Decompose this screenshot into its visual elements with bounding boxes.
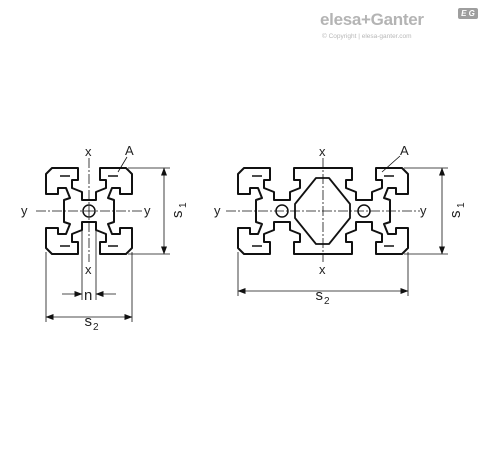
width-dimension-subscript: 2 [324,296,330,307]
axis-x-top-label: x [319,144,326,159]
profile-double: x x y y A s 2 s 1 [214,143,467,307]
profile-double-outline [237,167,409,255]
width-dimension-label: s [85,313,93,330]
height-dimension-subscript: 1 [178,202,189,208]
height-dimension-subscript: 1 [456,202,467,208]
axis-x-top-label: x [85,144,92,159]
axis-y-right-label: y [144,203,151,218]
slot-dimension-label: n [84,287,92,304]
brand-copyright: © Copyright | elesa-ganter.com [322,33,412,40]
width-dimension-label: s [316,287,324,304]
axis-x-bottom-label: x [319,262,326,277]
profile-single: x x y y A n s 2 s 1 [21,143,189,333]
brand-badge: E G [458,8,478,19]
axis-y-left-label: y [21,203,28,218]
callout-a-label: A [125,143,134,158]
brand-name: elesa+Ganter [320,10,424,29]
callout-a-label: A [400,143,409,158]
center-cavity [294,177,351,245]
center-bore [82,204,96,218]
axis-x-bottom-label: x [85,262,92,277]
height-dimension-label: s [169,211,186,219]
width-dimension-subscript: 2 [93,322,99,333]
brand-logo: elesa+Ganter E G © Copyright | elesa-gan… [320,8,480,48]
axis-y-left-label: y [214,203,221,218]
axis-y-right-label: y [420,203,427,218]
height-dimension-label: s [447,211,464,219]
profile-single-outline [45,167,133,255]
